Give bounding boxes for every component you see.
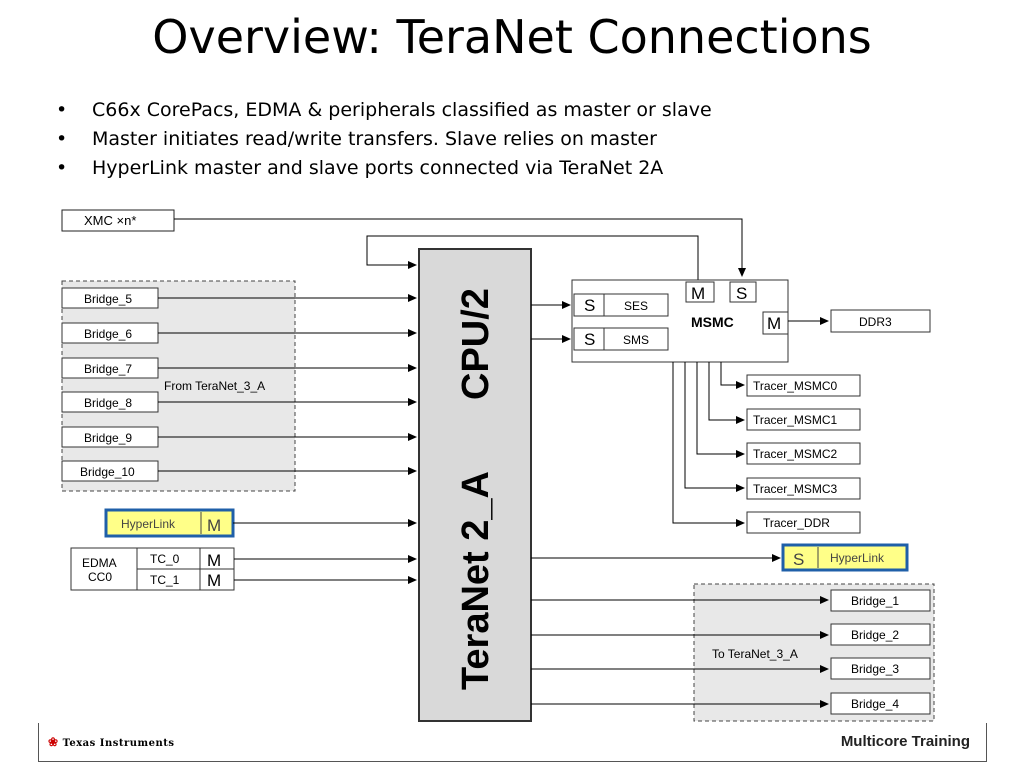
- right-bridges: Bridge_1 Bridge_2 Bridge_3 Bridge_4: [531, 589, 931, 715]
- to-group-label: To TeraNet_3_A: [712, 647, 798, 661]
- bridge-label: Bridge_3: [851, 662, 899, 676]
- bridge-label: Bridge_5: [84, 292, 132, 306]
- bridge-label: Bridge_8: [84, 396, 132, 410]
- tracer-arrow: [708, 362, 745, 424]
- tracer-label: Tracer_MSMC0: [753, 379, 838, 393]
- bridge-label: Bridge_10: [80, 465, 135, 479]
- tracer-arrow: [684, 362, 745, 492]
- tracer-label: Tracer_MSMC1: [753, 413, 838, 427]
- ses-s-port: S: [584, 296, 595, 315]
- left-bridges: Bridge_5 Bridge_6 Bridge_7 Bridge_8 Brid…: [61, 287, 417, 482]
- hyperlink-slave-label: HyperLink: [830, 551, 885, 565]
- msmc-m-port-box: [685, 281, 715, 303]
- msmc-s-port: S: [736, 284, 747, 303]
- xmc-label: XMC ×n*: [84, 213, 136, 228]
- ddr-m-port: M: [767, 314, 781, 333]
- edma-label: EDMA: [82, 556, 117, 570]
- bridge-label: Bridge_6: [84, 327, 132, 341]
- bridge-label: Bridge_9: [84, 431, 132, 445]
- footer-frame: [38, 723, 987, 762]
- sms-s-port: S: [584, 330, 595, 349]
- bullet-item: HyperLink master and slave ports connect…: [56, 154, 712, 183]
- bullet-list: C66x CorePacs, EDMA & peripherals classi…: [56, 96, 712, 183]
- hyperlink-slave-port: S: [793, 550, 804, 569]
- hyperlink-master-port: M: [207, 516, 221, 535]
- msmc-s-port-box: [729, 281, 757, 303]
- bridge-label: Bridge_4: [851, 697, 899, 711]
- msmc-label: MSMC: [691, 314, 734, 330]
- footer-training-label: Multicore Training: [840, 733, 970, 750]
- edma-sub-label: CC0: [88, 570, 112, 584]
- tracer-label: Tracer_MSMC3: [753, 482, 838, 496]
- tc1-label: TC_1: [150, 573, 180, 587]
- tracer-arrow: [696, 362, 745, 458]
- ddr3-label: DDR3: [859, 315, 892, 329]
- sms-label: SMS: [623, 333, 649, 347]
- ddr3-box: [830, 309, 931, 333]
- ses-port-box: [573, 293, 669, 317]
- bridge-label: Bridge_2: [851, 628, 899, 642]
- bullet-item: Master initiates read/write transfers. S…: [56, 125, 712, 154]
- msmc-m-port: M: [691, 284, 705, 303]
- tracer-box: [746, 477, 861, 500]
- tc0-port: M: [207, 551, 221, 570]
- tracer-box: [746, 374, 861, 397]
- xmc-to-msmc-arrow: [174, 218, 746, 277]
- ti-logo-icon: ❀: [48, 735, 59, 749]
- bridge-label: Bridge_7: [84, 362, 132, 376]
- tracer-label: Tracer_MSMC2: [753, 447, 838, 461]
- bridge-box: [830, 623, 931, 646]
- hyperlink-master-label: HyperLink: [121, 517, 176, 531]
- ses-label: SES: [624, 299, 648, 313]
- tracer-box: [746, 408, 861, 431]
- tracer-box: [746, 442, 861, 465]
- tc0-label: TC_0: [150, 552, 180, 566]
- bridge-label: Bridge_1: [851, 594, 899, 608]
- ti-logo: ❀Texas Instruments: [48, 735, 174, 749]
- bridge-box: [830, 657, 931, 680]
- slide-title: Overview: TeraNet Connections: [152, 10, 872, 64]
- company-name: Texas Instruments: [62, 738, 175, 749]
- from-teranet-group: [61, 280, 296, 492]
- hyperlink-master-box: [104, 508, 235, 538]
- tracer-box: [746, 511, 861, 534]
- bullet-item: C66x CorePacs, EDMA & peripherals classi…: [56, 96, 712, 125]
- bridge-box: [830, 692, 931, 715]
- xmc-box: [61, 209, 175, 232]
- sms-port-box: [573, 327, 669, 351]
- cpu-speed-label: CPU/2: [455, 288, 497, 400]
- teranet-block: [418, 248, 532, 722]
- ddr-m-port-box: [762, 311, 789, 335]
- hyperlink-slave-box: [781, 543, 909, 572]
- tracer-arrow: [672, 362, 745, 527]
- bridge-box: [830, 589, 931, 612]
- tracer-arrow: [720, 362, 745, 389]
- teranet-label: TeraNet 2_A: [455, 471, 497, 690]
- msmc-master-to-teranet-arrow: [366, 235, 699, 280]
- tc1-port: M: [207, 571, 221, 590]
- from-group-label: From TeraNet_3_A: [164, 379, 265, 393]
- tracer-label: Tracer_DDR: [763, 516, 830, 530]
